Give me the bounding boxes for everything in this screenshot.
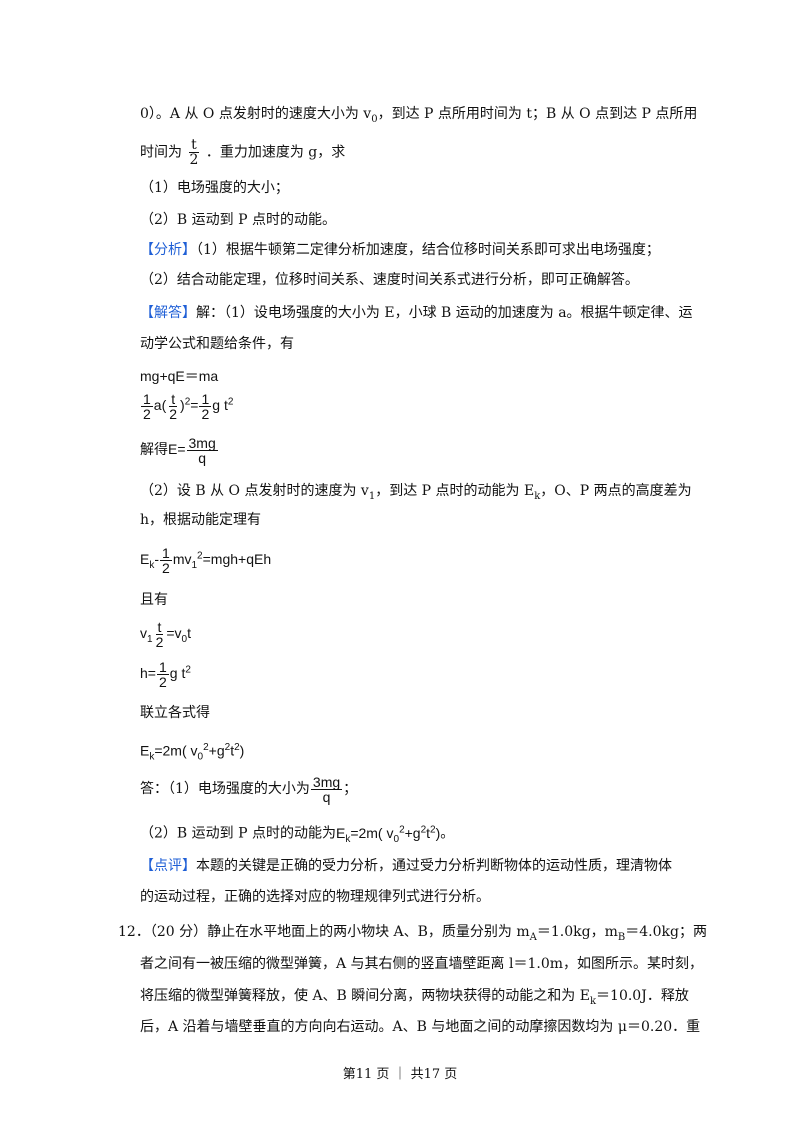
answer-2: （2）B 运动到 P 点时的动能为Ek=2m( v02+g2t2)。 [140, 824, 455, 845]
question-12-line-2: 者之间有一被压缩的微型弹簧，A 与其右侧的竖直墙壁距离 l＝1.0m，如图所示。… [140, 956, 704, 972]
part2-line-1: （2）设 B 从 O 点发射时的速度为 v1，到达 P 点时的动能为 Ek，O、… [140, 483, 692, 502]
text-qieyou: 且有 [140, 592, 168, 608]
question-12-line-4: 后，A 沿着与墙壁垂直的方向向右运动。A、B 与地面之间的动摩擦因数均为 μ＝0… [140, 1019, 701, 1035]
comment-tag: 【点评】 [140, 858, 196, 874]
page-footer: 第11 页 ｜ 共17 页 [342, 1067, 458, 1082]
part2-line-2: h，根据动能定理有 [140, 512, 262, 528]
equation-1: mg+qE＝ma [140, 368, 219, 384]
question-12-line-3: 将压缩的微型弹簧释放，使 A、B 瞬间分离，两物块获得的动能之和为 Ek＝10.… [140, 988, 689, 1007]
text-line-1: 0）。A 从 O 点发射时的速度大小为 v0，到达 P 点所用时间为 t；B 从… [140, 106, 698, 125]
equation-7: Ek=2m( v02+g2t2) [140, 742, 245, 763]
analysis-tag: 【分析】 [140, 242, 196, 258]
question-2: （2）B 运动到 P 点时的动能。 [140, 212, 336, 228]
analysis-line-2: （2）结合动能定理，位移时间关系、速度时间关系式进行分析，即可正确解答。 [140, 272, 639, 288]
solution-line-2: 动学公式和题给条件，有 [140, 336, 294, 352]
solution-line-1: 【解答】解：（1）设电场强度的大小为 E，小球 B 运动的加速度为 a。根据牛顿… [140, 305, 693, 321]
question-12-line-1: 12．（20 分）静止在水平地面上的两小物块 A、B，质量分别为 mA＝1.0k… [118, 924, 707, 943]
solution-tag: 【解答】 [140, 305, 196, 321]
analysis-line-1: 【分析】（1）根据牛顿第二定律分析加速度，结合位移时间关系即可求出电场强度； [140, 242, 660, 258]
comment-line-2: 的运动过程，正确的选择对应的物理规律列式进行分析。 [140, 889, 490, 905]
text-lianli: 联立各式得 [140, 705, 210, 721]
question-1: （1）电场强度的大小； [140, 180, 289, 196]
comment-line-1: 【点评】本题的关键是正确的受力分析，通过受力分析判断物体的运动性质，理清物体 [140, 858, 672, 874]
